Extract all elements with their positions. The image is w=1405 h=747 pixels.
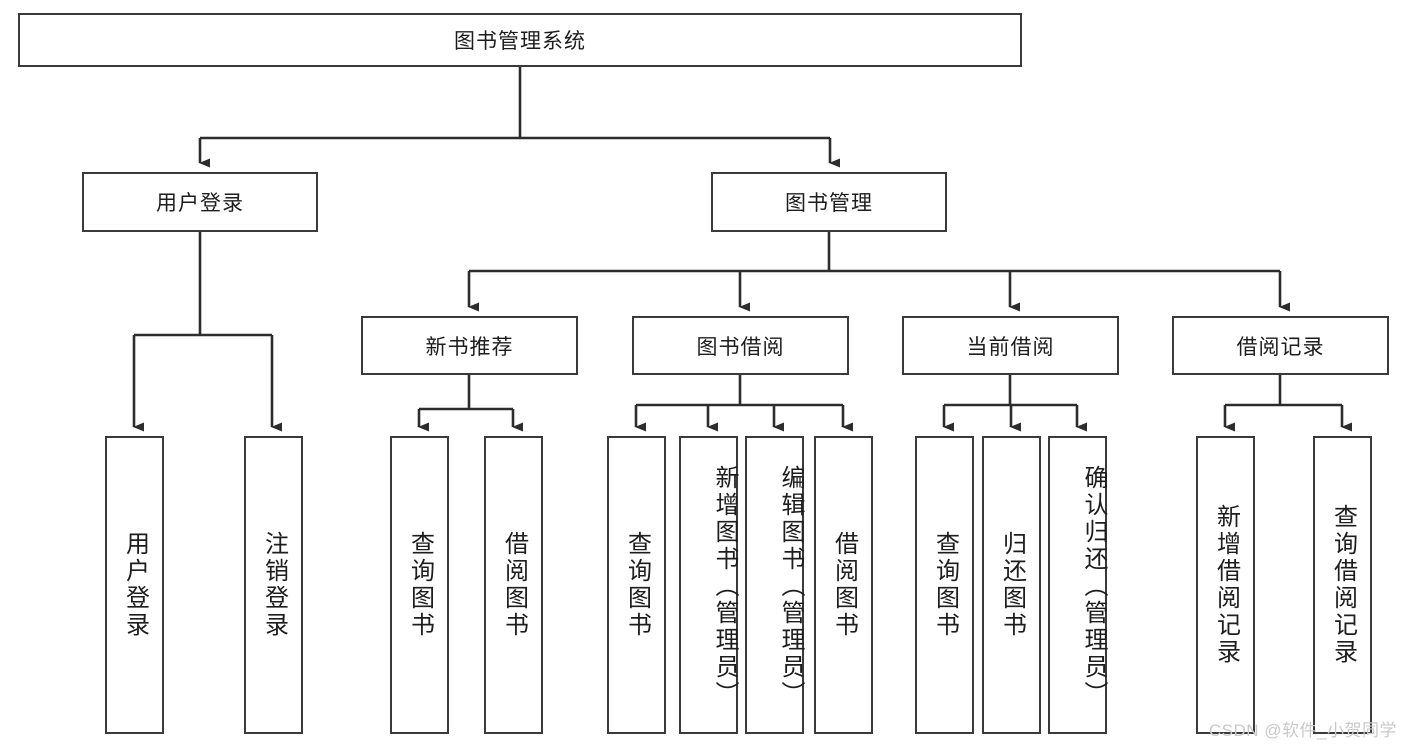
node-user-login[interactable]: 用户登录 [82, 172, 318, 232]
node-leaf-query-book-cur[interactable]: 查询图书 [915, 436, 974, 734]
node-leaf-confirm-return[interactable]: 确认归还（管理员） [1048, 436, 1107, 734]
node-leaf-query-record[interactable]: 查询借阅记录 [1313, 436, 1372, 734]
node-leaf-add-record[interactable]: 新增借阅记录 [1196, 436, 1255, 734]
node-leaf-user-login-label: 用户登录 [121, 531, 149, 639]
node-leaf-borrow-book-label: 借阅图书 [830, 531, 858, 639]
node-current-borrow-label: 当前借阅 [966, 335, 1055, 359]
node-leaf-logout[interactable]: 注销登录 [244, 436, 303, 734]
node-borrow-record[interactable]: 借阅记录 [1172, 316, 1389, 375]
node-leaf-add-record-label: 新增借阅记录 [1212, 504, 1240, 666]
node-leaf-query-book-rec[interactable]: 查询图书 [390, 436, 449, 734]
node-leaf-add-book-label: 新增图书（管理员） [711, 464, 738, 708]
csdn-watermark: CSDN @软件_小贺同学 [1208, 721, 1397, 740]
node-leaf-return-book[interactable]: 归还图书 [982, 436, 1041, 734]
node-leaf-query-book-rec-label: 查询图书 [406, 531, 434, 639]
node-book-manage[interactable]: 图书管理 [711, 172, 947, 232]
node-leaf-query-book-cur-label: 查询图书 [931, 531, 959, 639]
node-leaf-add-book[interactable]: 新增图书（管理员） [679, 436, 738, 734]
node-leaf-borrow-book-rec-label: 借阅图书 [500, 531, 528, 639]
node-root-label: 图书管理系统 [454, 30, 586, 53]
node-leaf-logout-label: 注销登录 [260, 531, 288, 639]
node-book-manage-label: 图书管理 [785, 192, 873, 215]
node-current-borrow[interactable]: 当前借阅 [902, 316, 1119, 375]
node-new-book-rec[interactable]: 新书推荐 [361, 316, 578, 375]
node-leaf-query-book-borrow-label: 查询图书 [623, 531, 651, 639]
node-new-book-rec-label: 新书推荐 [425, 335, 514, 359]
node-leaf-confirm-return-label: 确认归还（管理员） [1080, 464, 1107, 708]
node-book-borrow-label: 图书借阅 [696, 335, 785, 359]
node-leaf-borrow-book[interactable]: 借阅图书 [814, 436, 873, 734]
node-leaf-query-book-borrow[interactable]: 查询图书 [607, 436, 666, 734]
node-leaf-user-login[interactable]: 用户登录 [105, 436, 164, 734]
node-leaf-borrow-book-rec[interactable]: 借阅图书 [484, 436, 543, 734]
node-leaf-edit-book[interactable]: 编辑图书（管理员） [745, 436, 804, 734]
node-user-login-label: 用户登录 [156, 192, 244, 215]
node-book-borrow[interactable]: 图书借阅 [632, 316, 849, 375]
node-leaf-query-record-label: 查询借阅记录 [1329, 504, 1357, 666]
node-borrow-record-label: 借阅记录 [1236, 335, 1325, 359]
node-leaf-edit-book-label: 编辑图书（管理员） [777, 464, 804, 708]
node-leaf-return-book-label: 归还图书 [998, 531, 1026, 639]
node-root-system[interactable]: 图书管理系统 [18, 13, 1022, 67]
